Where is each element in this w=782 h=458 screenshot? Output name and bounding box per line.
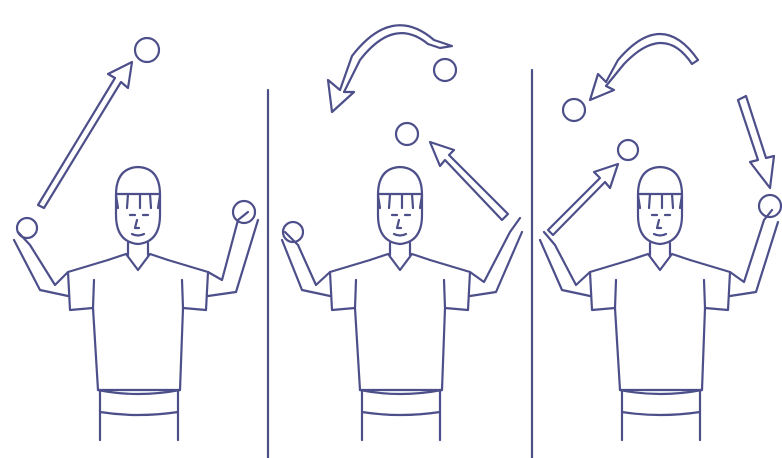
panel-1 <box>14 38 258 440</box>
ball <box>17 218 37 238</box>
arrow-icon <box>548 164 618 235</box>
panel-3 <box>540 34 781 440</box>
juggler-figure <box>590 167 730 440</box>
left-arm <box>14 232 68 296</box>
arrow-icon <box>430 142 508 220</box>
ball <box>434 59 456 81</box>
right-arm <box>730 210 778 296</box>
arrow-icon <box>738 96 774 188</box>
juggler-figure <box>68 167 208 440</box>
ball <box>233 201 255 223</box>
right-arm <box>470 218 522 296</box>
ball <box>396 123 418 145</box>
ball <box>135 38 159 62</box>
right-arm <box>208 212 258 296</box>
ball <box>563 99 585 121</box>
ball <box>618 140 638 160</box>
juggler-figure <box>330 167 470 440</box>
panel-2 <box>282 25 522 440</box>
arrow-icon <box>38 62 132 208</box>
left-arm <box>540 232 590 296</box>
arrow-icon <box>590 34 698 100</box>
